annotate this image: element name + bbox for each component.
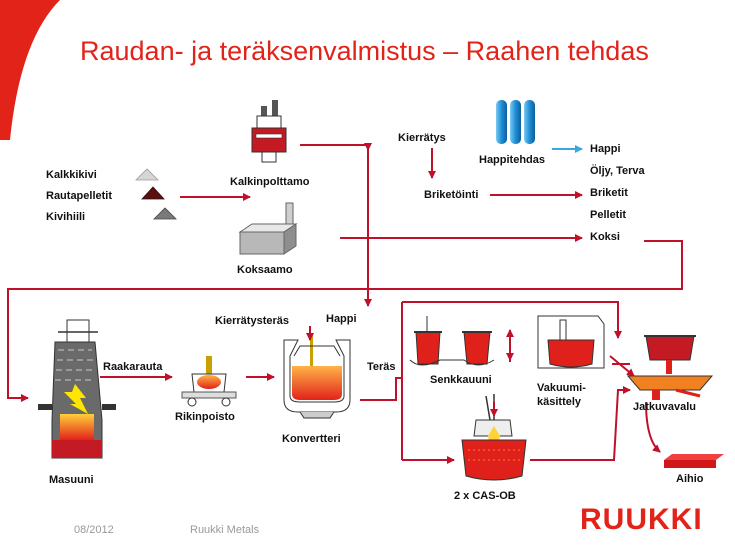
footer-date: 08/2012 <box>74 524 114 536</box>
page-title: Raudan- ja teräksenvalmistus – Raahen te… <box>80 36 649 66</box>
label-koksaamo: Koksaamo <box>237 264 293 276</box>
label-kierratysteras: Kierrätysteräs <box>215 315 289 327</box>
rikinpoisto-icon <box>181 356 237 407</box>
raw-material-piles <box>135 168 177 220</box>
aihio-icon <box>664 454 724 468</box>
product-happi: Happi <box>590 143 621 155</box>
raw-material-kivihiili: Kivihiili <box>46 211 86 223</box>
product-pelletit: Pelletit <box>590 209 627 221</box>
product-koksi: Koksi <box>590 231 620 243</box>
label-kasittely: käsittely <box>537 396 582 408</box>
label-senkkauuni: Senkkauuni <box>430 374 492 386</box>
koksaamo-icon <box>238 202 298 255</box>
masuuni-icon <box>38 319 116 459</box>
label-kierratys: Kierrätys <box>398 132 446 144</box>
jatkuvavalu-icon <box>626 335 714 400</box>
happitehdas-icon <box>496 100 535 144</box>
label-masuuni: Masuuni <box>49 474 94 486</box>
footer-company: Ruukki Metals <box>190 524 260 536</box>
senkkauuni-icon <box>409 316 495 366</box>
konvertteri-icon <box>283 333 351 419</box>
label-aihio: Aihio <box>676 473 704 485</box>
corner-swoosh <box>0 0 60 140</box>
label-teras: Teräs <box>367 361 396 373</box>
flow-arrows <box>7 143 683 464</box>
label-happitehdas: Happitehdas <box>479 154 546 166</box>
label-cas-ob: 2 x CAS-OB <box>454 490 516 502</box>
ruukki-logo: RUUKKI <box>580 503 703 536</box>
product-briketit: Briketit <box>590 187 628 199</box>
kalkinpolttamo-icon <box>251 100 287 163</box>
label-vakuumi: Vakuumi- <box>537 382 586 394</box>
product-oljy-terva: Öljy, Terva <box>590 165 645 177</box>
vakuumikasittely-icon <box>537 315 605 369</box>
label-kalkinpolttamo: Kalkinpolttamo <box>230 176 310 188</box>
label-raakarauta: Raakarauta <box>103 361 163 373</box>
raw-material-kalkkikivi: Kalkkikivi <box>46 169 97 181</box>
raw-material-rautapelletit: Rautapelletit <box>46 190 113 202</box>
label-rikinpoisto: Rikinpoisto <box>175 411 235 423</box>
cas-ob-icon <box>461 394 527 481</box>
label-briketointi: Briketöinti <box>424 189 479 201</box>
label-jatkuvavalu: Jatkuvavalu <box>633 401 696 413</box>
label-happi-input: Happi <box>326 313 357 325</box>
label-konvertteri: Konvertteri <box>282 433 341 445</box>
